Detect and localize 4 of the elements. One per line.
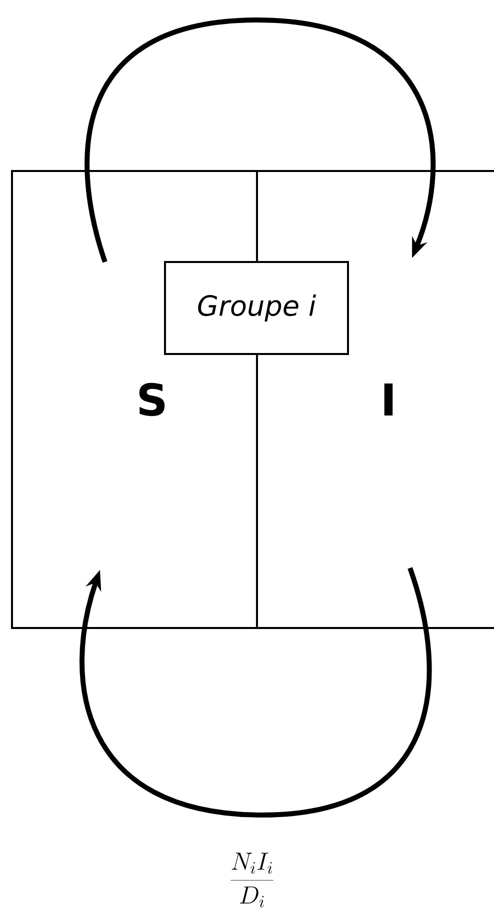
curved-arrow: [84, 18, 436, 263]
group-box: Groupe i: [164, 261, 349, 355]
edge-label: $\frac{N_iI_i}{D_i}$: [228, 852, 276, 908]
curved-arrow: [80, 567, 432, 818]
